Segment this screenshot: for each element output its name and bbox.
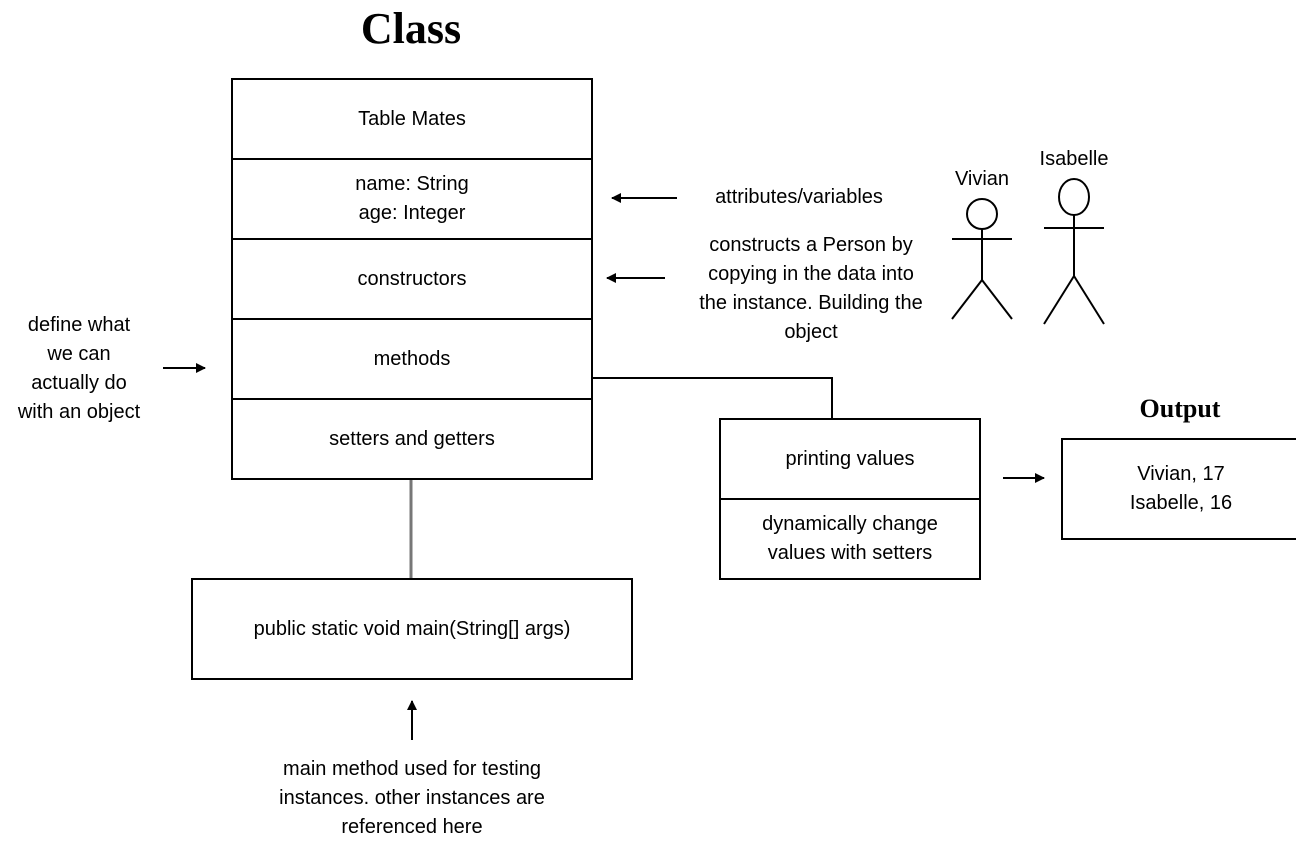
constructors-compartment: constructors	[231, 238, 593, 320]
methods-note: define what we can actually do with an o…	[17, 314, 141, 423]
main-method-box: public static void main(String[] args)	[191, 578, 633, 680]
output-title: Output	[1139, 394, 1221, 423]
isabelle-actor-icon	[1043, 178, 1105, 325]
vivian-actor-icon	[951, 198, 1013, 320]
diagram-title: Class	[360, 4, 462, 53]
setters-compartment: dynamically change values with setters	[719, 498, 981, 580]
printing-values-compartment: printing values	[719, 418, 981, 500]
output-box: Vivian, 17 Isabelle, 16	[1061, 438, 1296, 540]
vivian-actor-label: Vivian	[954, 168, 1010, 190]
isabelle-actor-label: Isabelle	[1039, 148, 1109, 170]
attributes-note: attributes/variables	[715, 186, 883, 208]
main-note: main method used for testing instances. …	[279, 758, 545, 838]
class-name-compartment: Table Mates	[231, 78, 593, 160]
attributes-compartment: name: String age: Integer	[231, 158, 593, 240]
methods-compartment: methods	[231, 318, 593, 400]
methods-connector-line	[593, 377, 833, 418]
constructors-note: constructs a Person by copying in the da…	[699, 234, 923, 343]
accessors-compartment: setters and getters	[231, 398, 593, 480]
